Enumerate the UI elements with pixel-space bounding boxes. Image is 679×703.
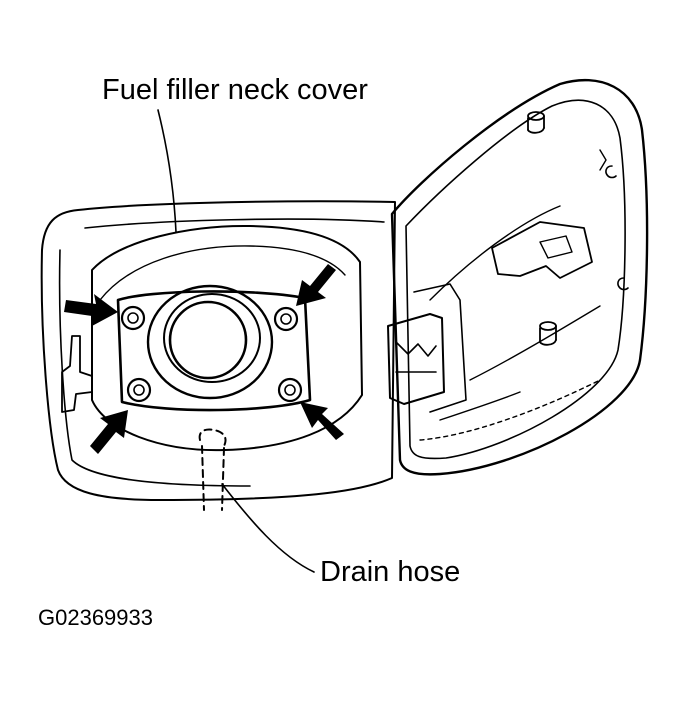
figure-code: G02369933 [38,605,153,630]
neck-inner-ring [168,300,248,380]
door-bracket-slot [539,235,573,259]
fuel-door-ribs [429,149,607,421]
drain-hose-label: Drain hose [320,556,461,588]
arrow-bottom-left [90,410,128,454]
drain-hose [198,428,227,511]
arrow-top-right [296,264,336,306]
door-stud-top [527,111,545,134]
door-bracket [491,221,593,279]
neck-outer-ring [146,284,274,400]
door-clip-lower [617,277,629,291]
housing-outline [40,200,396,501]
leader-drain [221,483,315,573]
door-clip-upper [605,165,617,179]
door-hinge-body [413,283,467,413]
fuel-filler-neck-cover-label: Fuel filler neck cover [102,74,368,106]
door-stud-bottom [539,321,557,346]
door-lower-edge-detail [419,379,601,441]
door-hinge-teeth [395,341,437,373]
recess-inner-line [99,245,346,301]
housing-inner-rim [58,218,385,487]
left-latch [61,335,93,413]
arrow-bottom-right [300,402,344,440]
recess-outline [91,224,363,452]
screw-bottom-right [277,377,303,403]
door-hinge [387,313,445,405]
leader-cover [157,109,177,233]
fuel-door-inner-rim [405,99,626,460]
neck-cover-plate [116,290,312,412]
fuel-door-lid [390,79,649,476]
screw-bottom-left [126,377,152,403]
neck-middle-ring [163,293,261,383]
screw-top-left [120,305,146,331]
arrow-top-left [64,294,118,326]
screw-top-right [273,306,299,332]
